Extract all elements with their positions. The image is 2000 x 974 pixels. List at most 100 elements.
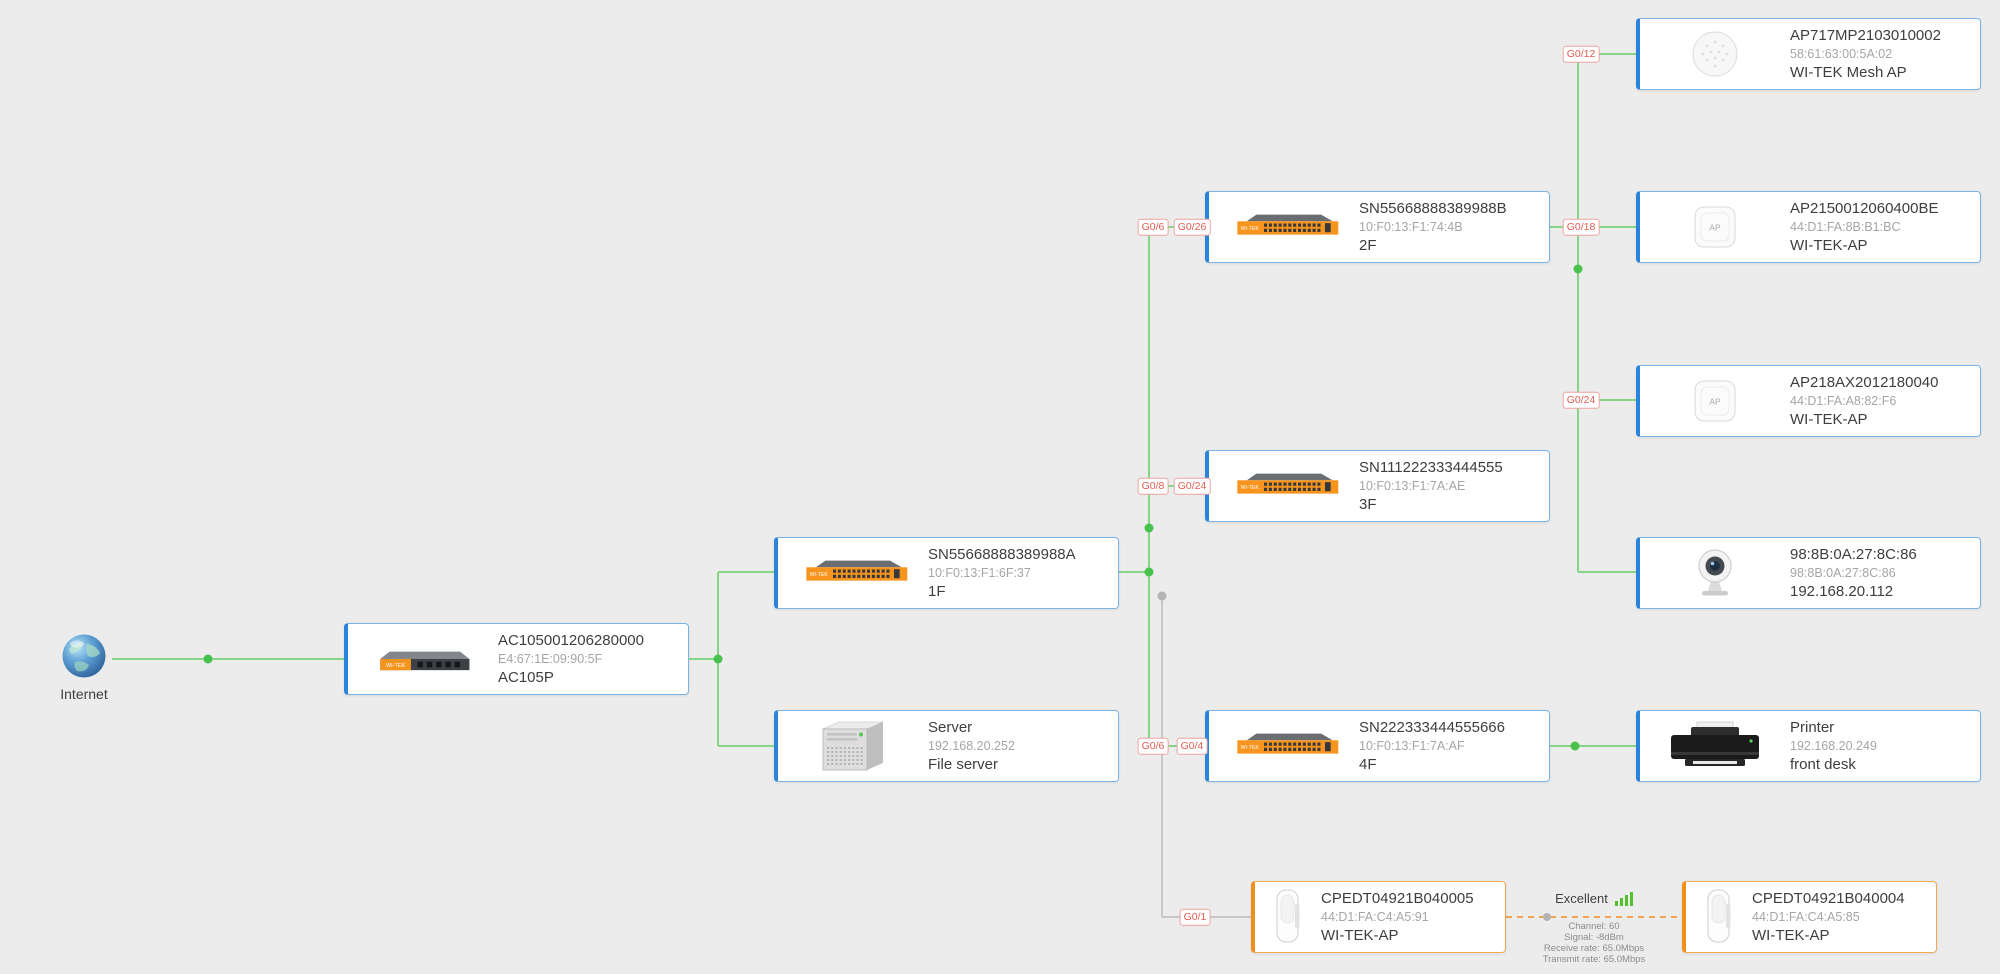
camera-icon (1640, 547, 1790, 599)
port-badge-sw4f-g0-4: G0/4 (1176, 737, 1208, 755)
wireless-signal: Signal: -8dBm (1564, 932, 1624, 943)
wireless-channel: Channel: 60 (1568, 921, 1620, 932)
node-text: SN111222333444555 10:F0:13:F1:7A:AE 3F (1359, 459, 1503, 513)
signal-quality-text: Excellent (1555, 891, 1608, 906)
node-text: CPEDT04921B040005 44:D1:FA:C4:A5:91 WI-T… (1321, 890, 1474, 944)
device-name: Printer (1790, 719, 1835, 736)
link-junction-dot (713, 654, 723, 664)
device-mac: 44:D1:FA:A8:82:F6 (1790, 394, 1897, 408)
device-note: AC105P (498, 669, 554, 686)
device-note: File server (928, 756, 999, 773)
port-badge-g0-18: G0/18 (1562, 218, 1600, 236)
device-name: AP717MP2103010002 (1790, 27, 1941, 44)
link-junction-dot (1573, 264, 1583, 274)
link-junction-dot-gray (1157, 591, 1167, 601)
port-badge-g0-1: G0/1 (1179, 908, 1211, 926)
node-switch-2f[interactable]: WI-TEK SN55668888389988B 10:F0:13:F1:74:… (1205, 191, 1550, 263)
port-badge-sw1f-g0-6b: G0/6 (1137, 737, 1169, 755)
node-text: AC105001206280000 E4:67:1E:09:90:5F AC10… (498, 632, 644, 686)
mesh-ap-icon (1640, 29, 1790, 79)
device-name: 98:8B:0A:27:8C:86 (1790, 546, 1917, 563)
ap-icon-label: AP (1709, 397, 1721, 407)
device-name: SN55668888389988B (1359, 200, 1507, 217)
device-name: SN222333444555666 (1359, 719, 1505, 736)
node-text: AP717MP2103010002 58:61:63:00:5A:02 WI-T… (1790, 27, 1941, 81)
node-ap218ax[interactable]: AP AP218AX2012180040 44:D1:FA:A8:82:F6 W… (1636, 365, 1981, 437)
wireless-receive-rate: Receive rate: 65.0Mbps (1543, 943, 1645, 954)
internet-label: Internet (60, 686, 108, 702)
device-mac: 58:61:63:00:5A:02 (1790, 47, 1893, 61)
wi-tek-logo-text: WI-TEK (1241, 226, 1260, 232)
device-note: front desk (1790, 756, 1856, 773)
node-ap2150[interactable]: AP AP2150012060400BE 44:D1:FA:8B:B1:BC W… (1636, 191, 1981, 263)
cpe-icon (1255, 888, 1321, 946)
device-name: AC105001206280000 (498, 632, 644, 649)
device-note: WI-TEK-AP (1752, 927, 1830, 944)
node-text: 98:8B:0A:27:8C:86 98:8B:0A:27:8C:86 192.… (1790, 546, 1917, 600)
node-mesh-ap[interactable]: AP717MP2103010002 58:61:63:00:5A:02 WI-T… (1636, 18, 1981, 90)
ap-icon: AP (1640, 204, 1790, 250)
device-mac: 44:D1:FA:C4:A5:85 (1752, 910, 1860, 924)
device-note: 2F (1359, 237, 1377, 254)
node-text: Server 192.168.20.252 File server (928, 719, 1015, 773)
node-switch-4f[interactable]: WI-TEK SN222333444555666 10:F0:13:F1:7A:… (1205, 710, 1550, 782)
link-junction-dot (1144, 523, 1154, 533)
device-name: CPEDT04921B040005 (1321, 890, 1474, 907)
device-name: SN55668888389988A (928, 546, 1076, 563)
router-icon: WI-TEK (348, 643, 498, 675)
node-text: AP218AX2012180040 44:D1:FA:A8:82:F6 WI-T… (1790, 374, 1938, 428)
link-junction-dot (1144, 567, 1154, 577)
port-badge-sw2f-g0-26: G0/26 (1173, 218, 1211, 236)
device-mac: 44:D1:FA:8B:B1:BC (1790, 220, 1901, 234)
wireless-link-label: Excellent (1506, 891, 1682, 906)
wireless-transmit-rate: Transmit rate: 65.0Mbps (1542, 954, 1646, 965)
device-mac: 98:8B:0A:27:8C:86 (1790, 566, 1896, 580)
device-note: WI-TEK Mesh AP (1790, 64, 1907, 81)
node-text: AP2150012060400BE 44:D1:FA:8B:B1:BC WI-T… (1790, 200, 1938, 254)
wireless-link-stats: Channel: 60 Signal: -8dBm Receive rate: … (1496, 921, 1692, 965)
device-ip: 192.168.20.249 (1790, 739, 1877, 753)
switch-icon: WI-TEK (1209, 212, 1359, 242)
port-badge-sw1f-g0-6: G0/6 (1137, 218, 1169, 236)
switch-icon: WI-TEK (778, 558, 928, 588)
device-name: SN111222333444555 (1359, 459, 1503, 476)
device-note: WI-TEK-AP (1790, 411, 1868, 428)
server-icon (778, 718, 928, 774)
port-badge-sw3f-g0-24: G0/24 (1173, 477, 1211, 495)
switch-icon: WI-TEK (1209, 471, 1359, 501)
node-ac105p[interactable]: WI-TEK AC105001206280000 E4:67:1E:09:90:… (344, 623, 689, 695)
device-note: 1F (928, 583, 946, 600)
port-badge-g0-12: G0/12 (1562, 45, 1600, 63)
wi-tek-logo-text: WI-TEK (1241, 745, 1260, 751)
internet-globe-icon (62, 634, 106, 678)
switch-icon: WI-TEK (1209, 731, 1359, 761)
device-mac: 10:F0:13:F1:74:4B (1359, 220, 1463, 234)
port-badge-g0-24: G0/24 (1562, 391, 1600, 409)
node-text: CPEDT04921B040004 44:D1:FA:C4:A5:85 WI-T… (1752, 890, 1905, 944)
device-name: CPEDT04921B040004 (1752, 890, 1905, 907)
node-switch-1f[interactable]: WI-TEK SN55668888389988A 10:F0:13:F1:6F:… (774, 537, 1119, 609)
node-camera[interactable]: 98:8B:0A:27:8C:86 98:8B:0A:27:8C:86 192.… (1636, 537, 1981, 609)
device-name: AP218AX2012180040 (1790, 374, 1939, 391)
device-note: 4F (1359, 756, 1377, 773)
device-note: WI-TEK-AP (1321, 927, 1399, 944)
node-printer[interactable]: Printer 192.168.20.249 front desk (1636, 710, 1981, 782)
device-mac: 10:F0:13:F1:7A:AF (1359, 739, 1465, 753)
node-file-server[interactable]: Server 192.168.20.252 File server (774, 710, 1119, 782)
wi-tek-logo-text: WI-TEK (1241, 485, 1260, 491)
ap-icon-label: AP (1709, 223, 1721, 233)
printer-icon (1640, 720, 1790, 772)
wi-tek-logo-text: WI-TEK (810, 572, 829, 578)
node-cpe-040005[interactable]: CPEDT04921B040005 44:D1:FA:C4:A5:91 WI-T… (1251, 881, 1506, 953)
node-cpe-040004[interactable]: CPEDT04921B040004 44:D1:FA:C4:A5:85 WI-T… (1682, 881, 1937, 953)
node-text: SN55668888389988A 10:F0:13:F1:6F:37 1F (928, 546, 1076, 600)
device-ip: 192.168.20.112 (1790, 583, 1894, 600)
device-ip: 192.168.20.252 (928, 739, 1015, 753)
link-junction-dot (203, 654, 213, 664)
device-note: 3F (1359, 496, 1377, 513)
node-switch-3f[interactable]: WI-TEK SN111222333444555 10:F0:13:F1:7A:… (1205, 450, 1550, 522)
node-internet[interactable]: Internet (53, 632, 115, 702)
cpe-icon (1686, 888, 1752, 946)
device-mac: 10:F0:13:F1:6F:37 (928, 566, 1031, 580)
node-text: Printer 192.168.20.249 front desk (1790, 719, 1877, 773)
